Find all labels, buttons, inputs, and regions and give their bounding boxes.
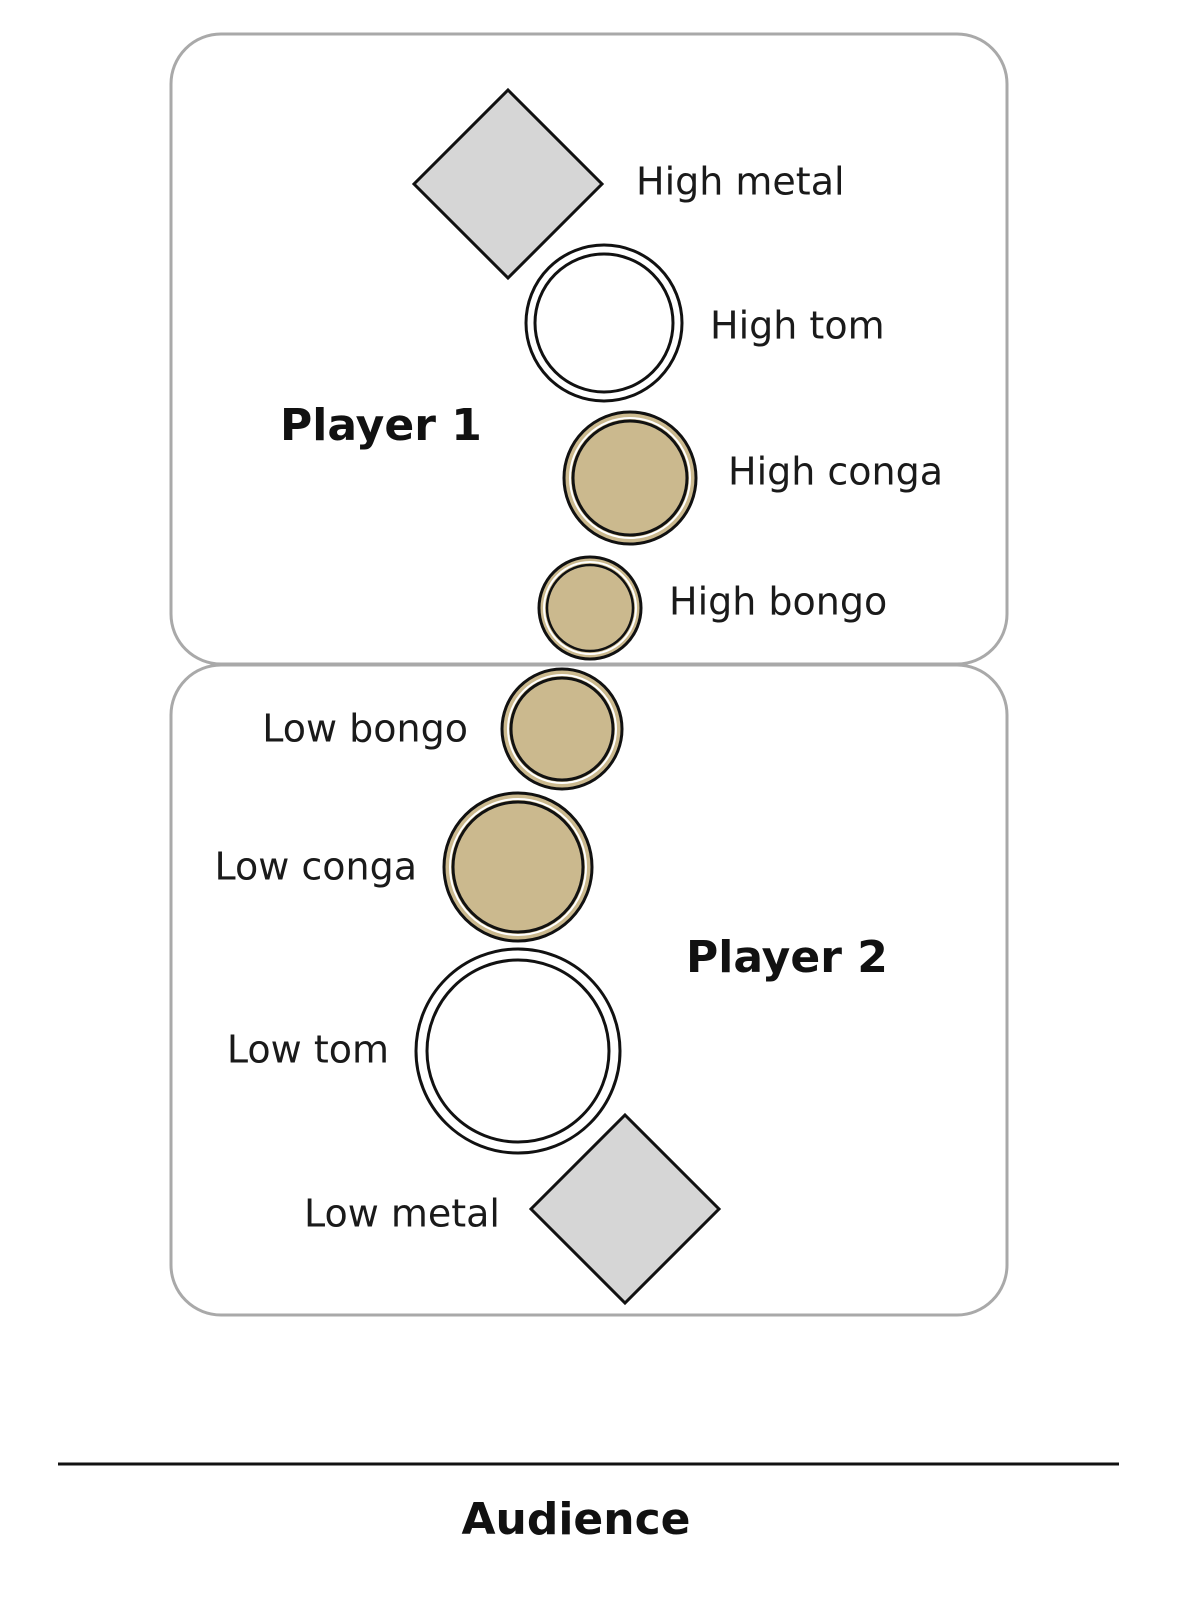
high-bongo-head [545,563,635,653]
high-tom-label: High tom [710,304,885,348]
low-bongo-ring [507,674,617,784]
high-conga-ring [569,417,691,539]
high-bongo-label: High bongo [669,580,887,624]
low-conga-head [451,800,585,934]
player2-label: Player 2 [686,932,888,983]
high-bongo-rim [537,555,643,661]
low-tom-shape [414,947,622,1155]
high-conga-rim [562,410,698,546]
low-tom-rim [414,947,622,1155]
low-bongo-shape [500,667,624,791]
high-metal-label: High metal [636,160,845,204]
high-conga-head [571,419,689,537]
low-conga-ring [449,798,587,936]
high-tom-rim [524,243,684,403]
low-conga-rim [442,791,594,943]
high-metal-shape [411,87,605,281]
high-bongo-ring [543,561,637,655]
low-tom-label: Low tom [227,1028,389,1072]
low-conga-label: Low conga [214,845,417,889]
audience-label: Audience [461,1494,690,1545]
high-tom-shape [524,243,684,403]
low-tom-head [425,958,611,1144]
low-bongo-head [509,676,615,782]
low-metal-shape [528,1112,722,1306]
high-bongo-shape [537,555,643,661]
low-bongo-label: Low bongo [262,707,468,751]
low-conga-shape [442,791,594,943]
high-conga-shape [562,410,698,546]
low-bongo-rim [500,667,624,791]
high-tom-head [533,252,675,394]
player1-label: Player 1 [280,400,482,451]
high-conga-label: High conga [728,450,943,494]
low-metal-label: Low metal [304,1192,500,1236]
